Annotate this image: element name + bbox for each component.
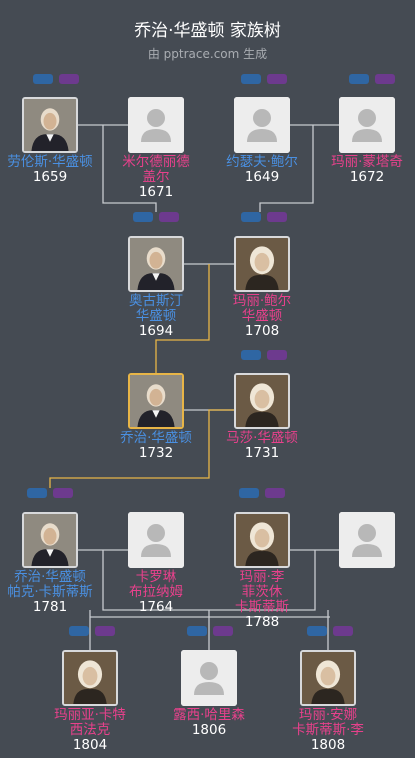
person-name: 玛丽·鲍尔华盛顿	[232, 293, 292, 324]
expand-tag-blue[interactable]	[241, 74, 261, 84]
expand-tag-purple[interactable]	[267, 212, 287, 222]
expand-tag-blue[interactable]	[27, 488, 47, 498]
expand-tag-blue[interactable]	[349, 74, 369, 84]
birth-year: 1649	[244, 169, 280, 185]
person-name: 玛丽·安娜卡斯蒂斯·李	[292, 707, 364, 738]
expand-tag-blue[interactable]	[239, 488, 259, 498]
expand-tag-purple[interactable]	[267, 350, 287, 360]
person-card[interactable]	[312, 512, 415, 612]
person-name: 奥古斯汀华盛顿	[129, 293, 183, 324]
person-photo	[234, 373, 290, 429]
person-name: 乔治·华盛顿	[120, 430, 192, 446]
placeholder-avatar-icon	[339, 97, 395, 153]
birth-year: 1764	[138, 599, 174, 615]
page-title: 乔治·华盛顿 家族树	[134, 21, 281, 41]
placeholder-avatar-icon	[339, 512, 395, 568]
birth-year: 1804	[72, 737, 108, 753]
person-name: 玛丽·蒙塔奇	[331, 154, 403, 170]
expand-tag-purple[interactable]	[53, 488, 73, 498]
placeholder-avatar-icon	[128, 97, 184, 153]
expand-tag-purple[interactable]	[265, 488, 285, 498]
birth-year: 1659	[32, 169, 68, 185]
lineage-line	[155, 264, 210, 373]
person-photo	[62, 650, 118, 706]
person-photo	[128, 373, 184, 429]
expand-tag-purple[interactable]	[59, 74, 79, 84]
expand-tag-blue[interactable]	[187, 626, 207, 636]
person-photo	[234, 512, 290, 568]
birth-year: 1788	[244, 614, 280, 630]
birth-year: 1672	[349, 169, 385, 185]
descent-line	[259, 125, 314, 212]
person-name: 米尔德丽德盖尔	[122, 154, 190, 185]
expand-tag-purple[interactable]	[375, 74, 395, 84]
person-name: 约瑟夫·鲍尔	[226, 154, 298, 170]
expand-tag-purple[interactable]	[159, 212, 179, 222]
person-photo	[128, 236, 184, 292]
birth-year: 1732	[138, 445, 174, 461]
person-name: 乔治·华盛顿帕克·卡斯蒂斯	[7, 569, 93, 600]
expand-tag-blue[interactable]	[307, 626, 327, 636]
expand-tag-blue[interactable]	[241, 212, 261, 222]
person-photo	[22, 512, 78, 568]
person-name: 玛丽亚·卡特西法克	[54, 707, 126, 738]
birth-year: 1806	[191, 722, 227, 738]
person-photo	[300, 650, 356, 706]
person-name: 玛丽·李菲茨休卡斯蒂斯	[235, 569, 289, 615]
placeholder-avatar-icon	[128, 512, 184, 568]
expand-tag-blue[interactable]	[69, 626, 89, 636]
expand-tag-purple[interactable]	[95, 626, 115, 636]
placeholder-avatar-icon	[234, 97, 290, 153]
birth-year: 1731	[244, 445, 280, 461]
page-subtitle: 由 pptrace.com 生成	[147, 47, 268, 61]
person-photo	[22, 97, 78, 153]
lineage-line	[49, 409, 262, 488]
expand-tag-purple[interactable]	[267, 74, 287, 84]
person-name: 劳伦斯·华盛顿	[7, 154, 93, 170]
person-name: 露西·哈里森	[173, 707, 245, 723]
person-photo	[234, 236, 290, 292]
expand-tag-blue[interactable]	[241, 350, 261, 360]
descent-line	[102, 125, 157, 212]
placeholder-avatar-icon	[181, 650, 237, 706]
birth-year: 1708	[244, 323, 280, 339]
birth-year: 1808	[310, 737, 346, 753]
birth-year: 1671	[138, 184, 174, 200]
expand-tag-purple[interactable]	[213, 626, 233, 636]
expand-tag-blue[interactable]	[33, 74, 53, 84]
person-name: 马莎·华盛顿	[226, 430, 298, 446]
expand-tag-blue[interactable]	[133, 212, 153, 222]
person-name: 卡罗琳布拉纳姆	[129, 569, 183, 600]
expand-tag-purple[interactable]	[333, 626, 353, 636]
birth-year: 1694	[138, 323, 174, 339]
birth-year: 1781	[32, 599, 68, 615]
